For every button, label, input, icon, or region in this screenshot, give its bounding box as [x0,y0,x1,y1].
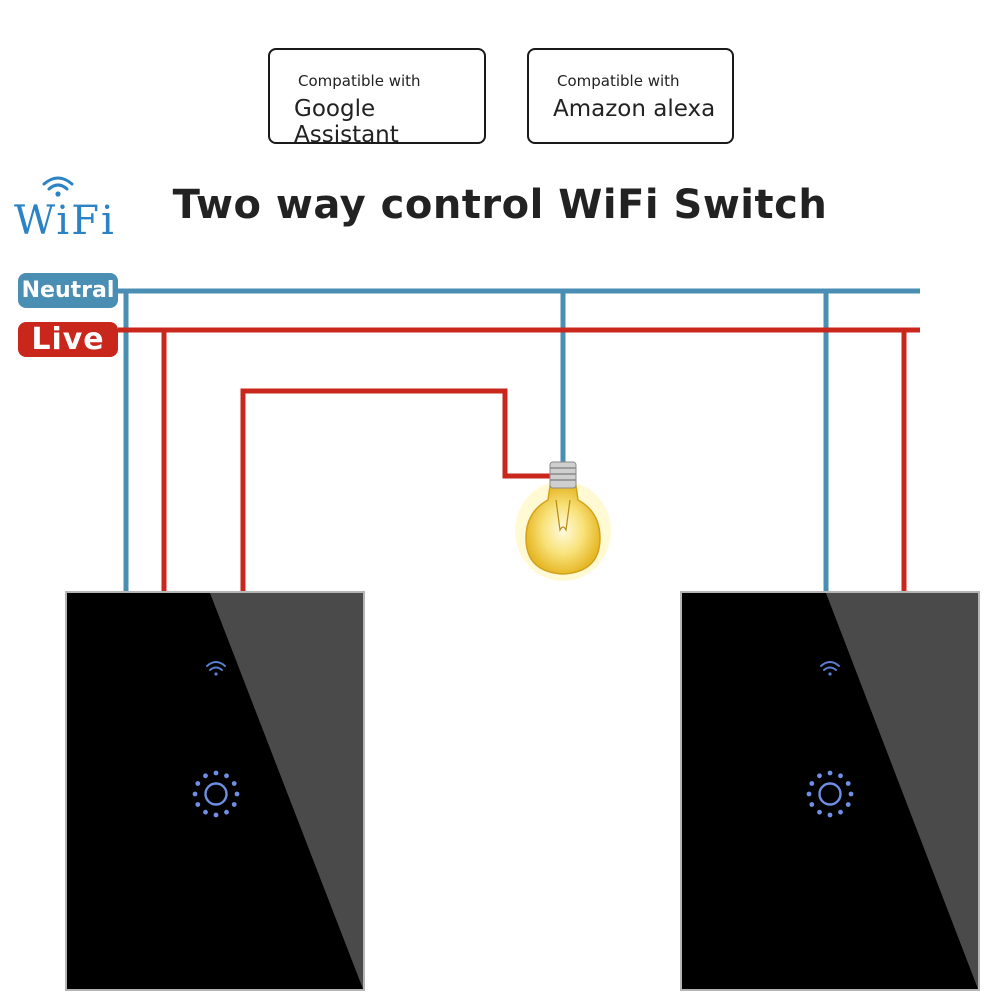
touch-indicator-dot [195,802,201,807]
touch-indicator-dot [213,770,219,776]
google-assistant-badge: Compatible with Google Assistant [268,48,486,148]
touch-indicator-dot [838,773,843,779]
touch-indicator-dot [827,812,833,818]
page-title: Two way control WiFi Switch [172,182,828,228]
touch-indicator-dot [192,791,198,797]
neutral-wires [118,288,920,592]
power-touch-icon[interactable] [818,782,842,806]
left-switch [65,591,365,991]
touch-indicator-dot [231,781,237,786]
touch-indicator-dot [809,802,815,807]
touch-indicator-dot [848,791,854,797]
touch-indicator-dot [231,802,237,807]
wifi-icon [42,176,74,197]
touch-indicator-dot [845,802,851,807]
badge-google-caption: Compatible with [298,72,421,90]
wifi-icon [820,661,840,676]
touch-indicator-dot [203,773,208,779]
touch-indicator-dot [845,781,851,786]
touch-indicator-dot [817,809,822,815]
touch-indicator-dot [224,809,229,815]
wifi-icon [206,661,226,676]
touch-indicator-dot [213,812,219,818]
wifi-logo-text: WiFi [14,198,116,244]
load-wire [240,388,555,592]
live-label: Live [18,322,118,357]
touch-indicator-dot [203,809,208,815]
touch-indicator-dot [234,791,240,797]
wifi-logo: WiFi [12,170,122,245]
badge-google-name: Google Assistant [294,96,399,148]
touch-indicator-dot [806,791,812,797]
touch-indicator-dot [809,781,815,786]
light-bulb [515,461,611,581]
power-touch-icon[interactable] [204,782,228,806]
neutral-label: Neutral [18,273,118,308]
touch-indicator-dot [195,781,201,786]
badge-alexa-name: Amazon alexa [553,96,716,122]
touch-indicator-dot [817,773,822,779]
touch-indicator-dot [838,809,843,815]
amazon-alexa-badge: Compatible with Amazon alexa [527,48,734,144]
touch-indicator-dot [827,770,833,776]
badge-alexa-caption: Compatible with [557,72,680,90]
right-switch [680,591,980,991]
live-wires [118,327,920,592]
touch-indicator-dot [224,773,229,779]
